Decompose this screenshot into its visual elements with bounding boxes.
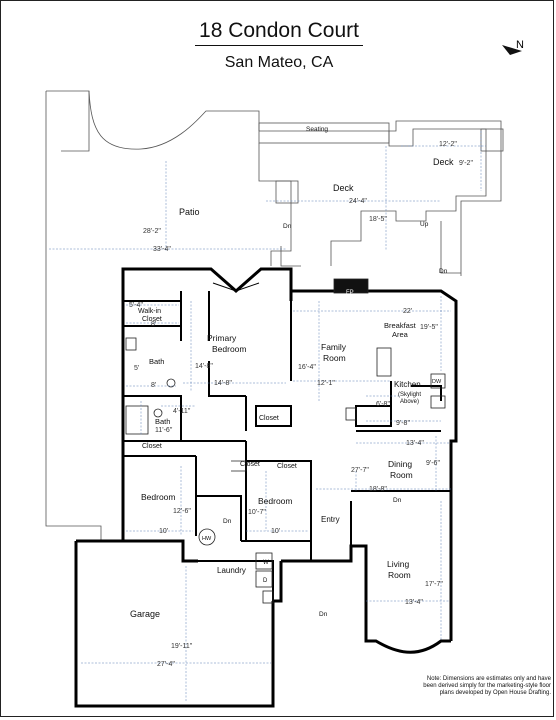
- dim-bed-left-h: 12'-6": [173, 508, 191, 515]
- dim-walkin-w: 5'-4": [129, 302, 143, 309]
- closet-bed2-label: Closet: [142, 443, 162, 450]
- dn-label-laundry: Dn: [223, 518, 232, 525]
- bath-hall-label: Bath: [155, 417, 170, 426]
- dryer-label: D: [263, 578, 268, 584]
- bedroom-left-label: Bedroom: [141, 492, 176, 502]
- bath-primary-label: Bath: [149, 357, 164, 366]
- kitchen-note-label-2: Above): [400, 399, 419, 405]
- dim-family-w: 12'-1": [317, 380, 335, 387]
- family-room-label: Family: [321, 342, 347, 352]
- fireplace-label: FP: [346, 290, 354, 296]
- page-title: 18 Condon Court: [1, 19, 556, 46]
- deck-outline: [258, 122, 504, 274]
- dim-patio-h: 28'-2": [143, 228, 161, 235]
- closet-bed3-label: Closet: [277, 463, 297, 470]
- family-room-label-2: Room: [323, 353, 346, 363]
- walk-in-closet-label-2: Closet: [142, 316, 162, 323]
- dim-patio-w: 33'-4": [153, 246, 171, 253]
- north-arrow-icon: [502, 45, 522, 55]
- bay-window: [212, 282, 260, 292]
- walk-in-closet-label: Walk-in: [138, 308, 161, 315]
- deck-main-label: Deck: [333, 183, 354, 193]
- dim-breakfast-w: 22': [403, 308, 412, 315]
- primary-bedroom-label-2: Bedroom: [212, 344, 247, 354]
- dim-kitchen-nook-w: 9'-8": [396, 420, 410, 427]
- deck-upper-label: Deck: [433, 157, 454, 167]
- dimension-labels: 12'-2" 9'-2" 24'-4" 18'-5" 28'-2" 33'-4"…: [129, 141, 473, 668]
- dim-deck-upper-w: 12'-2": [439, 141, 457, 148]
- dim-deck-main-h: 18'-5": [369, 216, 387, 223]
- closet-hall-label: Closet: [259, 415, 279, 422]
- dim-dining-h: 9'-6": [426, 460, 440, 467]
- deck-dn-label-2: Dn: [439, 268, 448, 275]
- bedroom-right-label: Bedroom: [258, 496, 293, 506]
- dim-deck-main-w: 24'-4": [349, 198, 367, 205]
- room-labels: Patio Deck Deck Seating Up Dn Dn Primary…: [130, 126, 454, 619]
- dim-primary-w: 14'-8": [214, 380, 232, 387]
- dim-primary-h: 14'-8": [195, 363, 213, 370]
- dim-living-h: 17'-7": [425, 581, 443, 588]
- breakfast-area-label-2: Area: [392, 330, 409, 339]
- dim-walkin-h: 8': [151, 321, 156, 328]
- dim-dining-w: 13'-4": [406, 440, 424, 447]
- dim-deck-upper-h: 9'-2": [459, 160, 473, 167]
- dim-dining-depth: 27'-7": [351, 467, 369, 474]
- dining-room-label-2: Room: [390, 470, 413, 480]
- patio-label: Patio: [179, 207, 200, 217]
- dim-bath-primary-h: 8': [151, 382, 156, 389]
- dim-kitchen-w: 6'-8": [376, 401, 390, 408]
- garage-label: Garage: [130, 609, 160, 619]
- dim-breakfast-h: 19'-5": [420, 324, 438, 331]
- dim-garage-w: 27'-4": [157, 661, 175, 668]
- dim-bath-hall-h: 11'-6": [155, 427, 173, 434]
- deck-dn-label: Dn: [283, 223, 292, 230]
- dim-entry-w: 18'-8": [369, 486, 387, 493]
- kitchen-note-label: (Skylight: [398, 392, 421, 398]
- dim-bath-primary-w: 5': [134, 365, 139, 372]
- seating-label: Seating: [306, 126, 328, 133]
- interior-walls: [123, 291, 451, 601]
- closet-small-label: Closet: [240, 461, 260, 468]
- entry-label: Entry: [321, 515, 340, 524]
- dn-label-entry: Dn: [319, 611, 328, 618]
- primary-bedroom-label: Primary: [207, 333, 237, 343]
- dim-family-h: 16'-4": [298, 364, 316, 371]
- dimension-lines: [49, 131, 486, 701]
- washer-label: W: [263, 560, 269, 566]
- dim-bath-hall-w: 4'-11": [173, 408, 191, 415]
- dim-bed-left-w: 10': [159, 528, 168, 535]
- dining-room-label: Dining: [388, 459, 412, 469]
- dn-label-dining: Dn: [393, 497, 402, 504]
- dim-bed-right-w: 10': [271, 528, 280, 535]
- kitchen-label: Kitchen: [394, 380, 421, 389]
- fixtures: [125, 278, 446, 604]
- disclaimer-note: Note: Dimensions are estimates only and …: [423, 676, 551, 696]
- dishwasher-label: DW: [432, 379, 442, 385]
- living-room-label: Living: [387, 559, 409, 569]
- dim-bed-right-h: 10'-7": [248, 509, 266, 516]
- dim-garage-h: 19'-11": [171, 643, 193, 650]
- living-room-label-2: Room: [388, 570, 411, 580]
- compass-label: N: [516, 39, 524, 51]
- deck-up-label: Up: [420, 221, 429, 228]
- water-heater-label: HW: [202, 536, 212, 542]
- page-subtitle: San Mateo, CA: [224, 54, 334, 71]
- dim-living-w: 13'-4": [405, 599, 423, 606]
- breakfast-area-label: Breakfast: [384, 321, 417, 330]
- laundry-label: Laundry: [217, 566, 246, 575]
